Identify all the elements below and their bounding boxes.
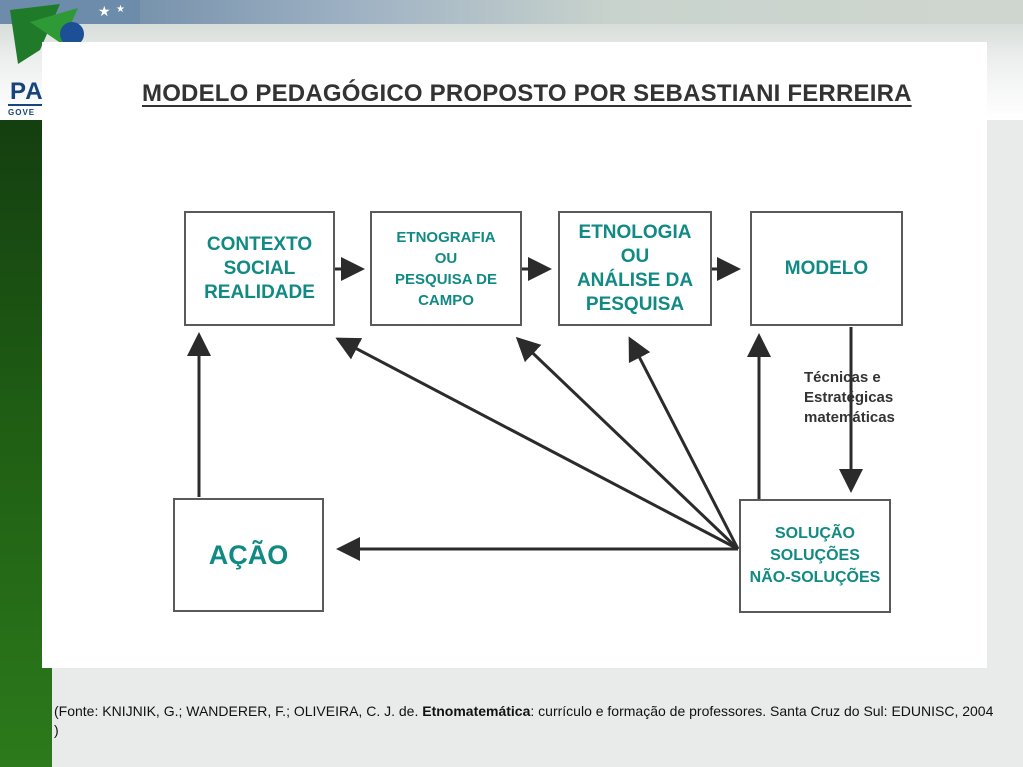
source-citation: (Fonte: KNIJNIK, G.; WANDERER, F.; OLIVE… xyxy=(54,702,994,740)
source-bold-title: Etnomatemática xyxy=(422,703,531,719)
source-prefix: (Fonte: KNIJNIK, G.; WANDERER, F.; OLIVE… xyxy=(54,703,423,719)
logo-rule xyxy=(8,104,68,106)
svg-text:★: ★ xyxy=(98,3,111,19)
node-etnografia: ETNOGRAFIA OU PESQUISA DE CAMPO xyxy=(370,211,522,326)
arrow-solucao-etnografia xyxy=(515,336,740,551)
node-contexto-label: CONTEXTO SOCIAL REALIDADE xyxy=(204,233,315,303)
node-modelo: MODELO xyxy=(750,211,903,326)
node-contexto-social: CONTEXTO SOCIAL REALIDADE xyxy=(184,211,335,326)
node-solucao: SOLUÇÃO SOLUÇÕES NÃO-SOLUÇÕES xyxy=(739,499,891,613)
government-logo: ★ ★ PA GOVE xyxy=(0,0,140,120)
source-suffix: : currículo e formação de professores. S… xyxy=(54,703,994,738)
top-banner xyxy=(0,0,1023,24)
logo-text: PA xyxy=(10,78,44,105)
arrow-solucao-contexto xyxy=(335,337,739,551)
node-etnologia: ETNOLOGIA OU ANÁLISE DA PESQUISA xyxy=(558,211,712,326)
node-acao-label: AÇÃO xyxy=(208,540,289,570)
node-solucao-label: SOLUÇÃO SOLUÇÕES NÃO-SOLUÇÕES xyxy=(749,525,881,586)
node-etnologia-label: ETNOLOGIA OU ANÁLISE DA PESQUISA xyxy=(576,221,694,315)
diagram-arrows xyxy=(187,257,863,561)
node-acao: AÇÃO xyxy=(173,498,324,612)
svg-text:★: ★ xyxy=(116,4,125,15)
diagram-title: MODELO PEDAGÓGICO PROPOSTO POR SEBASTIAN… xyxy=(142,80,912,107)
logo-subtext: GOVE xyxy=(8,108,36,117)
diagram-panel: MODELO PEDAGÓGICO PROPOSTO POR SEBASTIAN… xyxy=(42,42,987,668)
node-etnografia-label: ETNOGRAFIA OU PESQUISA DE CAMPO xyxy=(395,228,497,309)
edge-label-tecnicas: Técnicas e Estratégicas matemáticas xyxy=(804,369,895,426)
arrow-solucao-etnologia xyxy=(628,336,740,550)
flag-emblem-icon: ★ ★ xyxy=(0,0,140,64)
node-modelo-label: MODELO xyxy=(784,257,869,279)
